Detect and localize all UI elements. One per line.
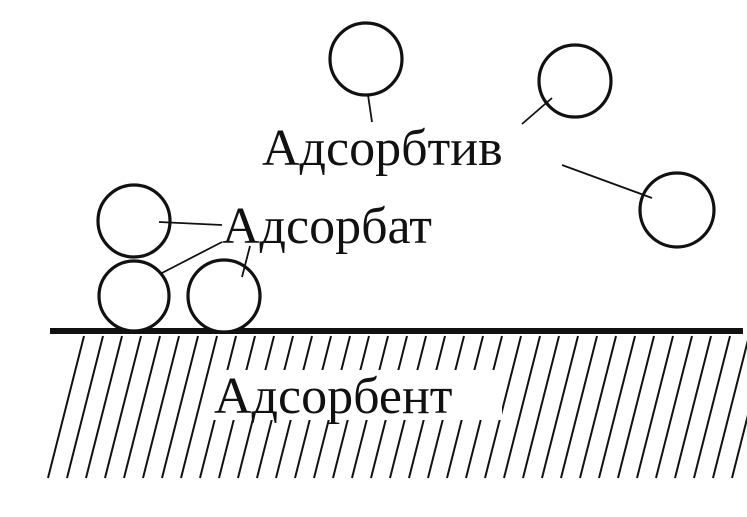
adsorbate-label: Адсорбат [222,198,432,255]
hatch-line [161,335,199,479]
hatch-line [655,335,693,479]
hatch-line [180,335,218,479]
leader-line-adsorptive-right [561,164,653,199]
hatch-line [579,335,617,479]
leader-line-adsorbate-upper [158,221,223,226]
hatch-line [712,339,747,479]
adsorptive-molecule-top [328,21,404,97]
hatch-line [636,335,674,479]
hatch-line [598,335,636,479]
hatch-line [693,335,731,479]
adsorptive-label: Адсорбтив [262,120,503,177]
hatch-line [47,335,85,479]
hatch-line [142,335,180,479]
hatch-line [541,335,579,479]
adsorptive-molecule-right [638,171,716,249]
adsorbate-molecule-lower-left [97,259,171,333]
hatch-line [674,335,712,479]
adsorbate-molecule-upper-left [96,183,172,259]
hatch-line [484,335,522,479]
hatch-line [123,335,161,479]
hatch-line [617,335,655,479]
adsorbent-label: Адсорбент [214,368,453,425]
adsorbate-molecule-lower-right [186,258,262,334]
hatch-line [85,335,123,479]
leader-line-adsorptive-top [367,94,373,123]
hatch-line [104,335,142,479]
leader-line-adsorbate-lower-right [241,245,251,278]
leader-line-adsorptive-top-right [521,97,553,125]
hatch-line [731,414,747,479]
hatch-line [522,335,560,479]
leader-line-adsorbate-lower-left [159,241,223,275]
hatch-line [560,335,598,479]
adsorbent-surface-line [50,328,743,334]
adsorbent-label-backdrop [212,370,502,420]
hatch-line [503,335,541,479]
adsorptive-molecule-top-right [537,43,613,119]
hatch-line [66,335,104,479]
